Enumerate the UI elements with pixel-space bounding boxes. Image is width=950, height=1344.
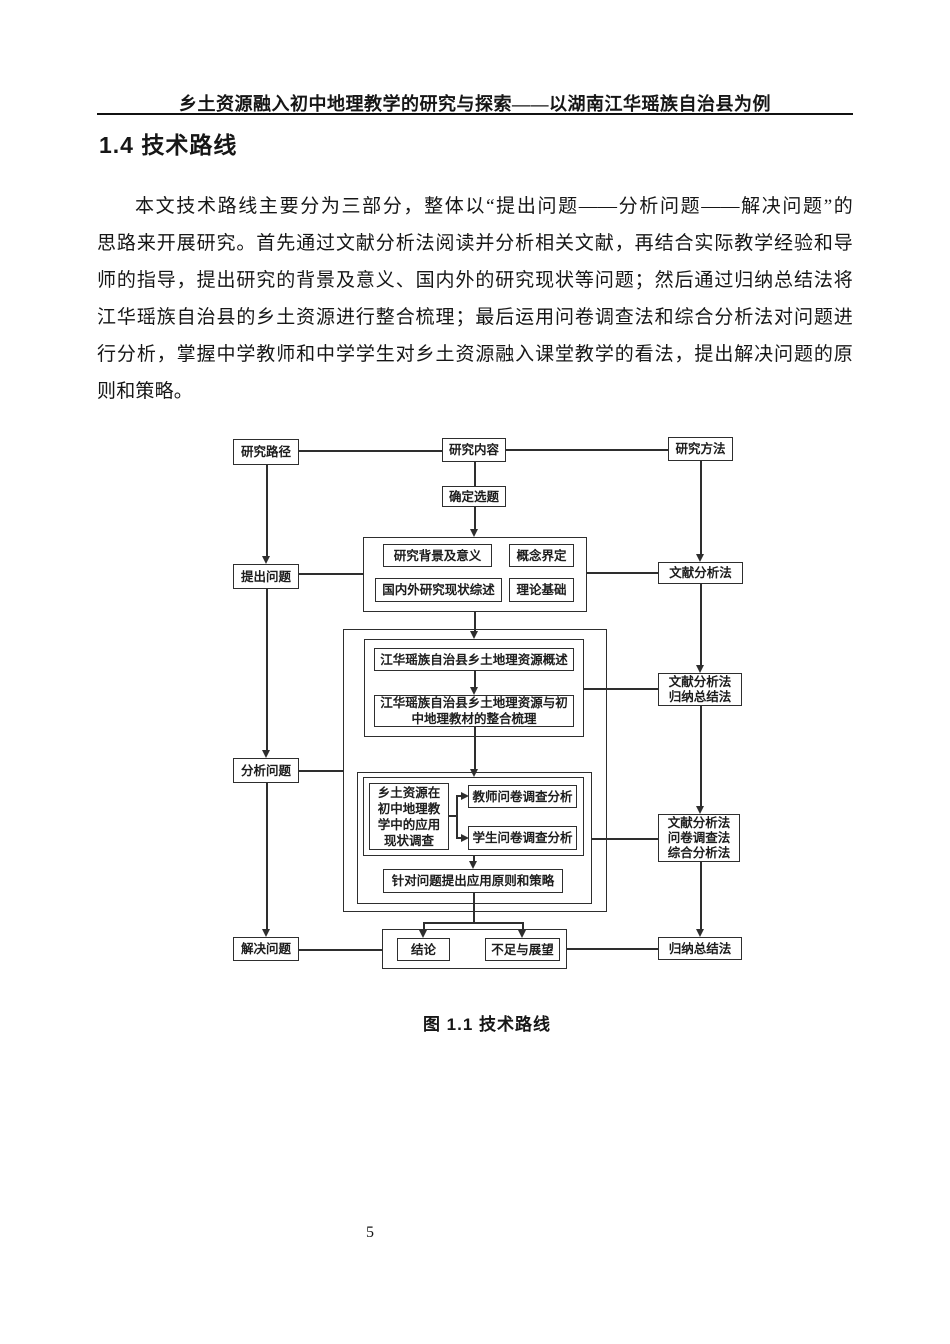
- arrowhead-down: [696, 929, 705, 937]
- arrowhead-down: [470, 631, 479, 639]
- connector-line: [456, 837, 462, 839]
- paragraph-line: 本文技术路线主要分为三部分，整体以“提出问题——分析问题——解决问题”的: [135, 196, 853, 217]
- connector-line: [299, 573, 363, 575]
- connector-line: [474, 507, 476, 529]
- arrowhead-down: [696, 554, 705, 562]
- connector-line: [473, 856, 475, 861]
- node-topic-selection: 确定选题: [442, 486, 506, 507]
- connector-line: [423, 922, 522, 924]
- node-research-path: 研究路径: [233, 439, 299, 465]
- connector-line: [474, 462, 476, 486]
- connector-line: [266, 783, 268, 929]
- node-theory-basis: 理论基础: [509, 578, 574, 602]
- header-rule: [97, 113, 853, 115]
- paragraph-line: 则和策略。: [97, 381, 194, 402]
- node-lit-survey-comprehensive: 文献分析法 问卷调查法 综合分析法: [658, 814, 740, 862]
- arrowhead-down: [262, 929, 271, 937]
- connector-line: [474, 727, 476, 769]
- node-domestic-review: 国内外研究现状综述: [375, 578, 502, 602]
- connector-line: [700, 584, 702, 665]
- node-student-survey: 学生问卷调查分析: [468, 826, 577, 850]
- node-integration: 江华瑶族自治县乡土地理资源与初 中地理教材的整合梳理: [374, 695, 574, 727]
- group-raise-problem-box: [363, 537, 587, 612]
- node-solve-problem: 解决问题: [233, 937, 299, 961]
- arrowhead-down: [518, 930, 527, 938]
- arrowhead-right: [461, 791, 469, 800]
- connector-line: [584, 688, 658, 690]
- connector-line: [456, 795, 462, 797]
- node-application-survey: 乡土资源在 初中地理教 学中的应用 现状调查: [369, 783, 449, 850]
- node-conclusion: 结论: [397, 938, 450, 961]
- connector-line: [449, 815, 458, 817]
- paragraph-line: 江华瑶族自治县的乡土资源进行整合梳理；最后运用问卷调查法和综合分析法对问题进: [97, 307, 853, 328]
- node-deficiency-prospect: 不足与展望: [485, 938, 560, 961]
- page-number: 5: [366, 1224, 374, 1241]
- arrowhead-down: [696, 806, 705, 814]
- arrowhead-down: [419, 930, 428, 938]
- arrowhead-right: [461, 833, 469, 842]
- arrowhead-down: [470, 687, 479, 695]
- connector-line: [299, 450, 442, 452]
- section-title: 1.4 技术路线: [99, 132, 238, 158]
- node-lit-induction: 文献分析法 归纳总结法: [658, 673, 742, 706]
- connector-line: [473, 893, 475, 922]
- connector-line: [592, 838, 658, 840]
- node-propose-principles: 针对问题提出应用原则和策略: [383, 869, 563, 893]
- arrowhead-down: [469, 861, 478, 869]
- arrowhead-down: [470, 769, 479, 777]
- connector-line: [266, 589, 268, 750]
- connector-line: [474, 671, 476, 687]
- connector-line: [299, 770, 343, 772]
- connector-line: [567, 948, 658, 950]
- group-survey-inner-box: [363, 777, 584, 856]
- connector-line: [423, 922, 425, 930]
- connector-line: [587, 572, 658, 574]
- node-background-significance: 研究背景及意义: [383, 544, 492, 567]
- node-resource-overview: 江华瑶族自治县乡土地理资源概述: [374, 648, 574, 671]
- connector-line: [474, 612, 476, 631]
- connector-line: [700, 461, 702, 554]
- paragraph-line: 思路来开展研究。首先通过文献分析法阅读并分析相关文献，再结合实际教学经验和导: [97, 233, 853, 254]
- node-concept-definition: 概念界定: [509, 544, 574, 567]
- node-teacher-survey: 教师问卷调查分析: [468, 785, 577, 808]
- node-literature-analysis: 文献分析法: [658, 562, 743, 584]
- connector-line: [456, 795, 458, 839]
- figure-caption: 图 1.1 技术路线: [422, 1015, 552, 1034]
- node-analyze-problem: 分析问题: [233, 758, 299, 783]
- connector-line: [700, 706, 702, 806]
- connector-line: [522, 922, 524, 930]
- connector-line: [266, 465, 268, 556]
- group-conclusion-box: [382, 929, 567, 969]
- running-header: 乡土资源融入初中地理教学的研究与探索——以湖南江华瑶族自治县为例: [179, 94, 771, 114]
- arrowhead-down: [262, 750, 271, 758]
- body-paragraph: 本文技术路线主要分为三部分，整体以“提出问题——分析问题——解决问题”的 思路来…: [97, 188, 853, 410]
- arrowhead-down: [262, 556, 271, 564]
- connector-line: [299, 949, 382, 951]
- node-induction-summary: 归纳总结法: [658, 937, 742, 960]
- connector-line: [700, 862, 702, 929]
- arrowhead-down: [696, 665, 705, 673]
- node-raise-problem: 提出问题: [233, 564, 299, 589]
- arrowhead-down: [470, 529, 479, 537]
- paragraph-line: 行分析，掌握中学教师和中学学生对乡土资源融入课堂教学的看法，提出解决问题的原: [97, 344, 853, 365]
- node-research-method: 研究方法: [668, 437, 733, 461]
- paragraph-line: 师的指导，提出研究的背景及意义、国内外的研究现状等问题；然后通过归纳总结法将: [97, 270, 853, 291]
- node-research-content: 研究内容: [442, 438, 506, 462]
- connector-line: [506, 449, 668, 451]
